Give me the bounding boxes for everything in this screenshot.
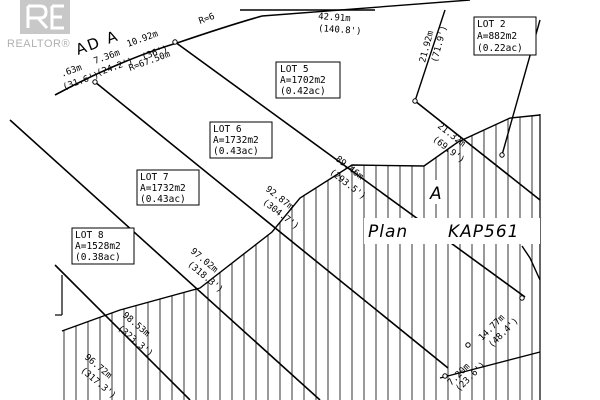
north-lot-line — [261, 0, 471, 17]
lot-area: A=882m2 — [477, 31, 517, 42]
plan-label: Plan — [368, 222, 408, 242]
lot-acres: (0.38ac) — [75, 252, 121, 263]
lot-line-8-south — [54, 264, 191, 400]
lot-label-lot-7: LOT 7 A=1732m2 (0.43ac) — [136, 169, 200, 206]
survey-markers — [92, 39, 525, 379]
lot-area: A=1732m2 — [213, 135, 259, 146]
lot-label-lot-5: LOT 5 A=1702m2 (0.42ac) — [275, 61, 341, 99]
road-radius-partial: R=6 — [198, 12, 217, 27]
lot-name: LOT 6 — [213, 124, 242, 135]
remainder-parcel-label: A — [429, 184, 443, 204]
lot-label-lot-6: LOT 6 A=1732m2 (0.43ac) — [209, 121, 273, 159]
lot-name: LOT 8 — [75, 230, 104, 241]
lot-line-5-6 — [174, 41, 526, 298]
lot-name: LOT 7 — [140, 172, 169, 183]
lot-name: LOT 5 — [280, 64, 309, 75]
lot-line-7-8 — [9, 119, 321, 400]
lot-acres: (0.43ac) — [140, 194, 186, 205]
plan-number-label: KAP561 — [448, 222, 519, 242]
watermark-text: REALTOR® — [7, 38, 71, 50]
dim-label: (140.8') — [318, 24, 362, 37]
lot-frontage-line — [439, 351, 541, 379]
dim-label: 10.92m — [126, 29, 160, 50]
lot-label-lot-2: LOT 2 A=882m2 (0.22ac) — [473, 16, 537, 56]
realtor-logo-icon — [20, 0, 70, 34]
lot-name: LOT 2 — [477, 19, 506, 30]
lot-acres: (0.43ac) — [213, 146, 259, 157]
lot-line-2-5 — [414, 100, 541, 201]
lot-area: A=1732m2 — [140, 183, 186, 194]
lot-area: A=1702m2 — [280, 75, 326, 86]
lot-acres: (0.42ac) — [280, 86, 326, 97]
lot-2-west-line — [414, 9, 446, 102]
plan-label-background — [364, 218, 540, 244]
lot-line-6-7 — [94, 81, 449, 369]
lot-acres: (0.22ac) — [477, 43, 523, 54]
remainder-boundary-line — [61, 114, 541, 332]
dim-label: 42.91m — [318, 12, 351, 24]
road-boundary-curve — [54, 15, 263, 96]
lot-area: A=1528m2 — [75, 241, 121, 252]
remainder-label-background — [428, 180, 444, 204]
lot-label-lot-8: LOT 8 A=1528m2 (0.38ac) — [71, 227, 135, 265]
partial-lot-line — [521, 245, 541, 281]
